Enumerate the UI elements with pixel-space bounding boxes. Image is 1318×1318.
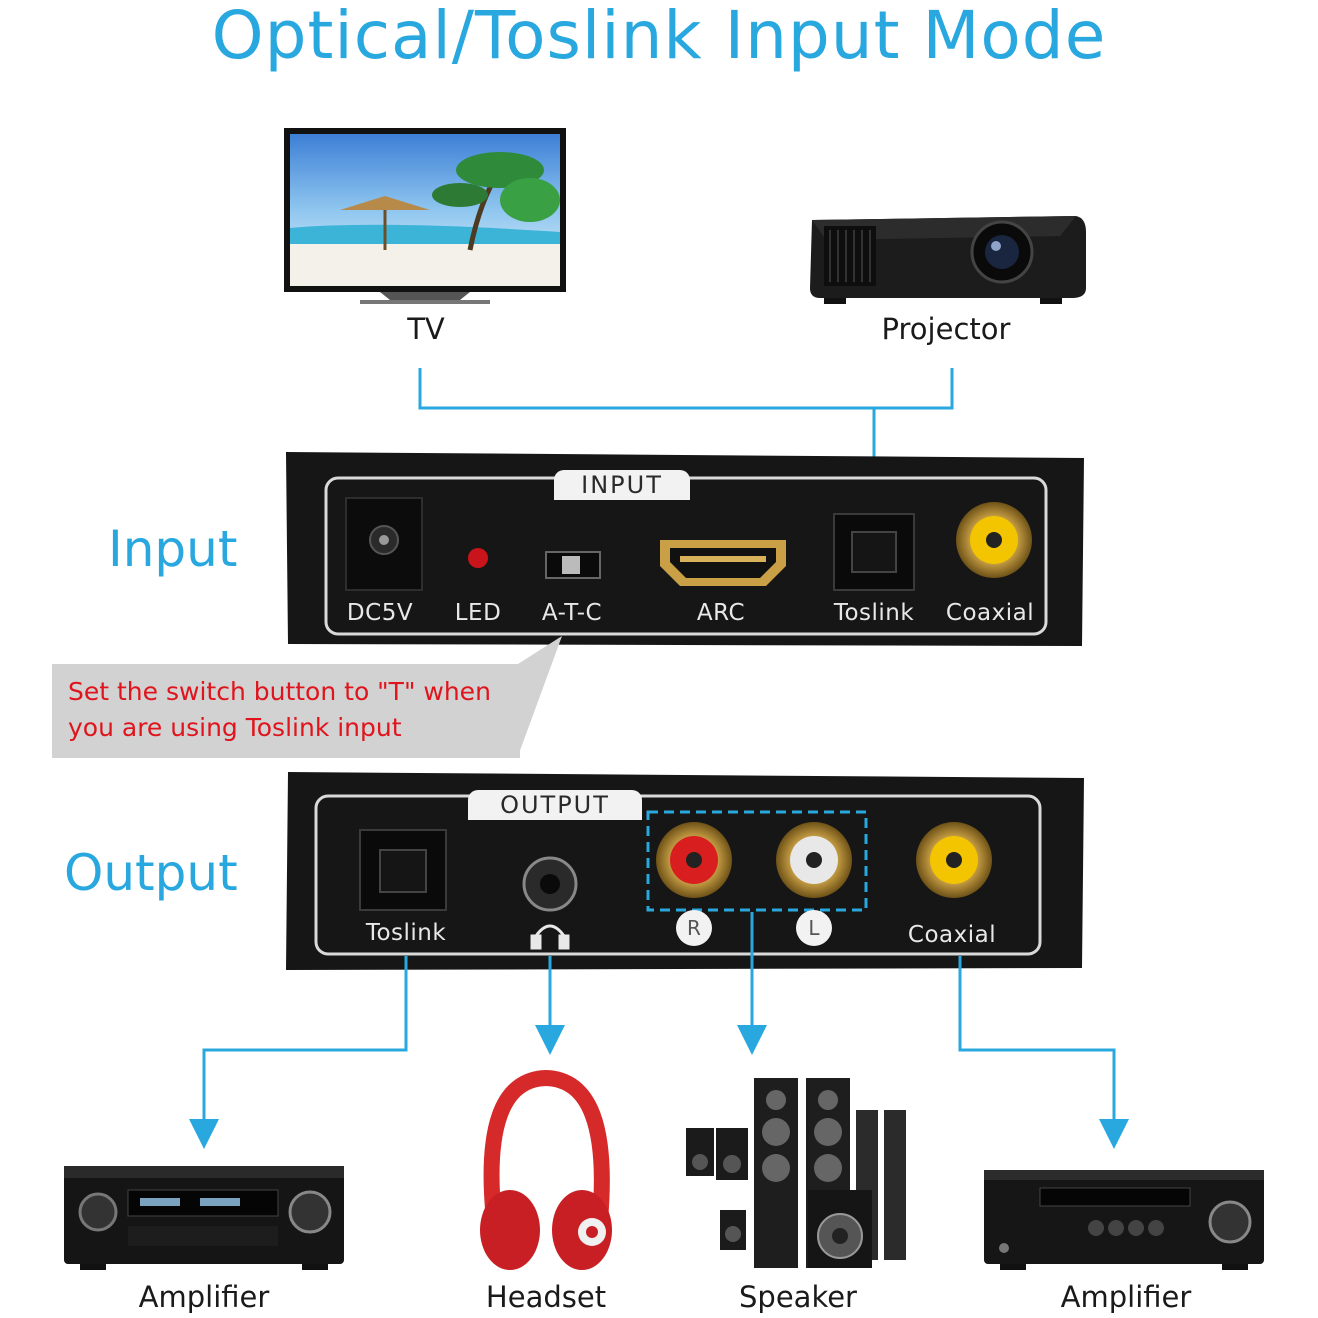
arc-label: ARC (696, 600, 746, 626)
amplifier-icon (64, 1166, 344, 1270)
output-connectors (189, 912, 1129, 1149)
callout-line-1: Set the switch button to "T" when (68, 677, 491, 706)
coaxial-output-label: Coaxial (907, 922, 997, 948)
atc-label: A-T-C (541, 600, 603, 626)
speaker-label: Speaker (739, 1280, 857, 1314)
headset-label: Headset (485, 1280, 607, 1314)
atc-switch[interactable] (545, 551, 601, 579)
rca-right-badge: R (676, 910, 712, 946)
coaxial-input-port (956, 502, 1032, 578)
rca-right-port (656, 822, 732, 898)
output-panel-tab: OUTPUT (468, 790, 642, 820)
amplifier-label-1: Amplifier (138, 1280, 270, 1314)
toslink-input-port (833, 513, 915, 591)
headset-icon (480, 1069, 612, 1270)
led-label: LED (454, 600, 502, 626)
toslink-output-label: Toslink (365, 920, 447, 946)
toslink-output-port (359, 829, 447, 911)
toslink-input-label: Toslink (833, 600, 915, 626)
dc5v-label: DC5V (346, 600, 414, 626)
output-section-label: Output (64, 844, 238, 902)
tv-label: TV (407, 312, 445, 346)
callout-box (52, 636, 562, 758)
dc5v-jack-port (345, 497, 423, 591)
rca-left-port (776, 822, 852, 898)
output-panel (286, 772, 1084, 970)
coaxial-input-label: Coaxial (945, 600, 1035, 626)
callout-line-2: you are using Toslink input (68, 713, 402, 742)
rca-left-badge: L (796, 910, 832, 946)
input-panel-tab: INPUT (554, 470, 690, 500)
rca-highlight (646, 810, 868, 912)
projector-label: Projector (881, 312, 1011, 346)
tv-icon (284, 128, 566, 304)
speaker-icon (686, 1078, 906, 1268)
projector-icon (810, 216, 1086, 304)
input-panel (286, 452, 1084, 646)
amplifier-label-2: Amplifier (1060, 1280, 1192, 1314)
page-title: Optical/Toslink Input Mode (211, 0, 1107, 74)
hdmi-arc-port (660, 540, 786, 586)
headphone-jack-port (522, 856, 578, 912)
headphone-icon (530, 924, 570, 950)
led-indicator (468, 548, 488, 568)
input-section-label: Input (108, 520, 238, 578)
coaxial-output-port (916, 822, 992, 898)
amplifier-icon-2 (984, 1170, 1264, 1270)
